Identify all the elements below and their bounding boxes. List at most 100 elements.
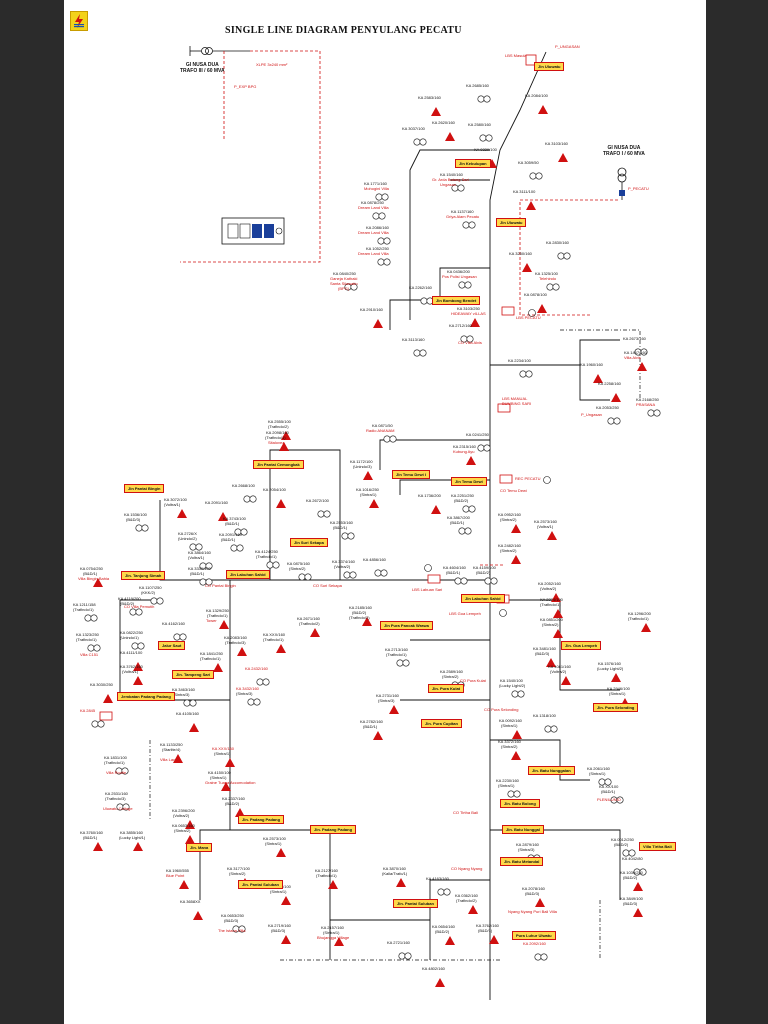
transformer-label: KA 2782/160 [360, 719, 383, 724]
transformer-coil-icon [458, 281, 466, 289]
load-triangle-icon [611, 393, 621, 402]
load-triangle-icon [435, 978, 445, 987]
transformer-label: (Voltra/1) [188, 555, 205, 560]
transformer-label: KA 1540/160 [440, 172, 463, 177]
transformer-label: (Unindo/3) [353, 464, 372, 469]
transformer-label: KA 2157/160 [321, 925, 344, 930]
transformer-label: LBS Goa Lempeh [449, 611, 481, 616]
load-triangle-icon [133, 842, 143, 851]
load-triangle-icon [470, 318, 480, 327]
transformer-coil-icon [616, 796, 624, 804]
transformer-label: (B&D/2) [225, 801, 240, 806]
load-triangle-icon [93, 578, 103, 587]
transformer-label: (Unindo/2) [178, 536, 197, 541]
transformer-label: (Voltra/1) [537, 524, 554, 529]
transformer-label: (B&D/3) [623, 901, 638, 906]
transformer-label: KA 0653/160 [172, 823, 195, 828]
transformer-coil-icon [87, 644, 95, 652]
load-triangle-icon [213, 663, 223, 672]
transformer-label: KA 1133/250 [160, 742, 183, 747]
transformer-label: (Kalla/Trafo/1) [382, 871, 408, 876]
load-triangle-icon [535, 898, 545, 907]
transformer-label: (Sintra/1) [360, 492, 377, 497]
transformer-label: KA 1467/160 [624, 350, 647, 355]
transformer-label: (Trafindo/1) [76, 637, 97, 642]
transformer-label: Tower [206, 618, 217, 623]
street-name-box: Jln. Tampeng Sari [172, 670, 215, 679]
transformer-label: KA 0339/100 [474, 147, 497, 152]
transformer-label: KA 1016/250 [356, 487, 379, 492]
transformer-label: Graine Tuana Accomodation [205, 780, 256, 785]
transformer-label: KA 2315/160 [453, 444, 476, 449]
transformer-label: KA 4124/250 [255, 549, 278, 554]
transformer-label: KA 2589/160 [440, 669, 463, 674]
transformer-label: (Voltra/2) [540, 586, 557, 591]
load-triangle-icon [522, 263, 532, 272]
transformer-label: KA 3330/100 [188, 566, 211, 571]
load-triangle-icon [93, 842, 103, 851]
load-triangle-icon [189, 723, 199, 732]
transformer-label: (Sintra/1) [214, 751, 231, 756]
transformer-coil-icon [389, 435, 397, 443]
street-name-box: Jln. Batu Metandal [500, 857, 544, 866]
transformer-label: KA 0878/100 [524, 292, 547, 297]
transformer-label: KA 2092/160 [523, 941, 546, 946]
load-triangle-icon [547, 531, 557, 540]
transformer-label: KA 3103/250 [457, 306, 480, 311]
transformer-label: (B&D/2) [454, 498, 469, 503]
street-name-box: Jln. Padang Padang [238, 815, 285, 824]
transformer-label: (B&D/3) [525, 891, 540, 896]
transformer-coil-icon [343, 571, 351, 579]
transformer-coil-icon [380, 569, 388, 577]
transformer-label: KA 0952/160 [498, 512, 521, 517]
transformer-coil-icon [383, 435, 391, 443]
transformer-label: KA 3372/160 [498, 739, 521, 744]
transformer-label: (Sintra/2) [500, 517, 517, 522]
street-name-box: Jln Labuhan Sahid [461, 594, 505, 603]
load-triangle-icon [218, 512, 228, 521]
street-name-box: Jln Pantai Bingin [124, 484, 165, 493]
load-triangle-icon [173, 754, 183, 763]
load-triangle-icon [389, 705, 399, 714]
transformer-coil-icon [485, 134, 493, 142]
transformer-label: KA 2251/250 [451, 493, 474, 498]
transformer-label: KA 2719/160 [268, 923, 291, 928]
transformer-label: (Sintra/3) [378, 698, 395, 703]
transformer-label: KA 1296/200 [628, 611, 651, 616]
transformer-coil-icon [464, 281, 472, 289]
transformer-label: KA 1960/160 [580, 362, 603, 367]
transformer-label: KA 2061/160 [587, 766, 610, 771]
transformer-coil-icon [462, 505, 470, 513]
transformer-label: KA 3743/100 [223, 516, 246, 521]
transformer-label: KA 3463/160 [172, 687, 195, 692]
load-triangle-icon [593, 374, 603, 383]
distribution-transformers [84, 95, 661, 987]
street-name-box: Jln. Padang Padang [310, 825, 357, 834]
transformer-label: (Trafindo/2) [456, 898, 477, 903]
transformer-label: LBS PECATU [516, 315, 541, 320]
load-triangle-icon [225, 758, 235, 767]
pln-logo-icon [70, 11, 88, 31]
transformer-label: (B&D/1) [221, 537, 236, 542]
transformer-label: (Trafindo/3) [105, 796, 126, 801]
transformer-label: KA 0653/250 [221, 913, 244, 918]
transformer-coil-icon [457, 184, 465, 192]
load-triangle-icon [468, 905, 478, 914]
transformer-label: KA XX/100 [599, 784, 619, 789]
transformer-label: (Sintra/1) [270, 889, 287, 894]
transformer-coil-icon [141, 524, 149, 532]
transformer-coil-icon [563, 252, 571, 260]
transformer-label: (B&D/3) [271, 928, 286, 933]
transformer-label: (Sintra/2) [542, 622, 559, 627]
transformer-coil-icon [540, 953, 548, 961]
transformer-label: PRASANA [636, 402, 656, 407]
transformer-coil-icon [552, 283, 560, 291]
transformer-label: Kubung Ayu [453, 449, 475, 454]
transformer-label: KA 2053/250 [596, 405, 619, 410]
transformer-coil-icon [156, 597, 164, 605]
transformer-coil-icon [460, 577, 468, 585]
transformer-label: (Voltra/2) [173, 813, 190, 818]
